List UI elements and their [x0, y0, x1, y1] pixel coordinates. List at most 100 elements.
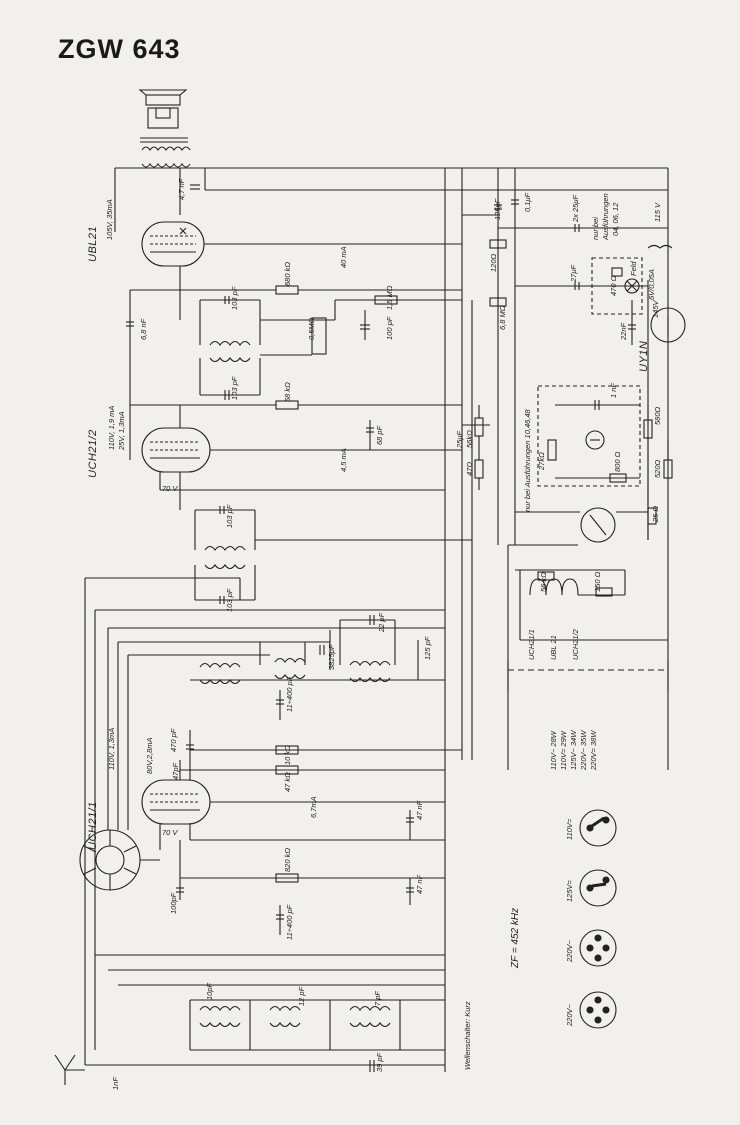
speaker-icon	[138, 89, 188, 129]
voltage-label: 105V, 35mA	[105, 199, 114, 240]
component-label: 103 pF	[225, 504, 234, 528]
component-label: 470 Ω	[609, 275, 618, 296]
component-label: 125μF	[493, 198, 502, 220]
component-label: 68 pF	[375, 425, 384, 445]
voltage-label: 110V, 1,9 mA	[107, 406, 116, 450]
component-label: 100pF	[169, 892, 178, 914]
tube-label-ubl21: UBL21	[87, 226, 99, 262]
component-label: 68 kΩ	[283, 382, 292, 402]
selector-label: 125V=	[565, 879, 574, 902]
heater-label: UBL 21	[549, 635, 558, 660]
selector-220vb-icon	[579, 991, 617, 1029]
component-label: Feld	[629, 261, 638, 276]
component-label: 1,5 MΩ	[385, 285, 394, 310]
component-label: 10 kΩ	[283, 745, 292, 765]
component-label: 470 pF	[169, 728, 178, 752]
wave-switch-note: Wellenschalter: Kurz	[463, 1001, 472, 1070]
tube-label-uy1n: UY1N	[638, 341, 650, 372]
tube-label-uch21-1: UCH21/1	[87, 801, 99, 850]
if-frequency-note: ZF = 452 kHz	[510, 908, 521, 969]
selector-label: 220V~	[565, 1003, 574, 1027]
current-label: 6,7mA	[309, 796, 318, 818]
component-label: 2x 25μF	[571, 195, 580, 223]
heater-label: UCH21/1	[527, 629, 536, 660]
component-label: 25μF	[455, 431, 464, 449]
component-label: 103 pF	[230, 376, 239, 400]
pilot-lamp-icon	[624, 278, 640, 294]
tube-ubl21-icon	[141, 221, 205, 267]
diagram-title: ZGW 643	[58, 34, 181, 64]
component-label: 145V	[651, 299, 660, 318]
component-label: 11÷400 pF	[285, 676, 294, 712]
component-label: 56 kΩ	[539, 572, 548, 592]
voltage-label: 70 V	[162, 484, 178, 493]
note-label: nur bei	[591, 217, 600, 240]
component-label: 1nF	[111, 1077, 120, 1090]
note-label: Ausführungen	[601, 193, 610, 241]
component-label: 520Ω	[653, 459, 662, 478]
voltage-label: 70 V	[162, 828, 178, 837]
component-label: 39 pF	[375, 1052, 384, 1072]
component-label: 47pF	[171, 762, 180, 780]
power-rating-label: 110V= 29W	[559, 730, 568, 770]
component-label: 0,5MΩ	[307, 317, 316, 340]
component-label: 47Ω	[465, 462, 474, 476]
selector-label: 220V~	[565, 939, 574, 963]
component-label: 12 pF	[297, 986, 306, 1006]
voltage-label: 80V,2,8mA	[145, 737, 154, 774]
power-rating-label: 220V~ 35W	[579, 730, 588, 771]
component-label: 115 V	[653, 202, 662, 222]
voltage-label: 110V, 1,3mA	[107, 728, 116, 770]
current-label: 40 mA	[339, 246, 348, 268]
component-label: 120Ω	[489, 253, 498, 272]
heater-label: UCH21/2	[571, 628, 580, 660]
component-label: 150 Ω	[593, 571, 602, 592]
power-rating-label: 125V~ 34W	[569, 730, 578, 770]
component-label: 4,7 nF	[177, 178, 186, 200]
component-label: 47 nF	[415, 874, 424, 894]
component-label: 47 nF	[415, 800, 424, 820]
component-label: 680 kΩ	[283, 262, 292, 286]
component-label: 820 kΩ	[283, 848, 292, 872]
component-label: 6,8 MΩ	[498, 305, 507, 330]
component-label: 103 pF	[225, 588, 234, 612]
power-rating-label: 220V= 38W	[589, 730, 598, 771]
tube-label-uch21-2: UCH21/2	[87, 429, 99, 478]
component-label: 47 kΩ	[283, 772, 292, 792]
voltage-label: 25V, 1,3mA	[117, 411, 126, 451]
component-label: 22nF	[619, 322, 628, 341]
rectifier-uy1n-icon	[650, 307, 686, 343]
component-label: 0,1μF	[523, 192, 532, 212]
component-label: 800 Ω	[613, 451, 622, 472]
selector-label: 110V=	[565, 818, 574, 840]
component-label: 27μF	[569, 265, 578, 283]
selector-220va-icon	[579, 929, 617, 967]
note-label: 04, 06, 12	[611, 202, 620, 236]
component-label: 11÷400 pF	[285, 904, 294, 940]
tube-uch21-1-icon	[141, 779, 211, 825]
component-label: 103 pF	[230, 286, 239, 310]
power-rating-label: 110V~ 28W	[549, 730, 558, 770]
component-label: 22 pF	[377, 612, 386, 633]
antenna-icon	[54, 1054, 85, 1085]
selector-110v-icon	[579, 809, 617, 847]
component-label: 25 Ω	[651, 506, 660, 523]
component-label: 7 pF	[373, 991, 382, 1006]
current-label: 4,5 mA	[339, 448, 348, 472]
voltage-selector-icon	[580, 507, 616, 543]
tube-uch21-2-icon	[141, 427, 211, 473]
selector-125v-icon	[579, 869, 617, 907]
output-transformer-icon	[140, 137, 191, 168]
component-label: 56kΩ	[465, 430, 474, 448]
component-label: 27kΩ	[537, 452, 546, 471]
component-label: 580Ω	[653, 406, 662, 425]
component-label: 10pF	[205, 982, 214, 1000]
note-label: nur bei Ausführungen 10,46,48	[523, 408, 532, 512]
component-label: 6,8 nF	[139, 318, 148, 340]
component-label: 125 pF	[423, 636, 432, 660]
component-label: 1 nF	[609, 383, 618, 398]
wave-switch-icon	[79, 829, 141, 891]
component-label: 100 pF	[385, 316, 394, 340]
component-label: 3825pF	[327, 644, 336, 670]
